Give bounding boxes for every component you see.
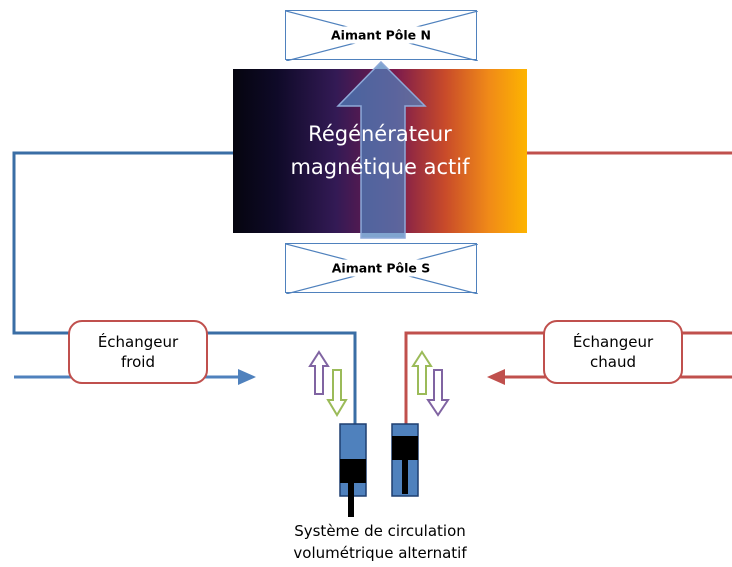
cold-piston xyxy=(339,423,367,517)
magnet-north-label: Aimant Pôle N xyxy=(327,26,435,44)
regenerator-label-line1: Régénérateur xyxy=(308,122,452,146)
circulation-system-caption: Système de circulation volumétrique alte… xyxy=(230,520,530,564)
left-up-arrow-icon xyxy=(308,350,330,395)
right-down-arrow-icon xyxy=(426,369,450,417)
hot-exchanger-line1: Échangeur xyxy=(572,333,654,351)
hot-exchanger-line2: chaud xyxy=(590,353,636,371)
left-down-arrow-icon xyxy=(326,369,348,417)
hot-piston xyxy=(391,423,419,497)
magnetic-field-arrow xyxy=(336,60,427,239)
magnet-north: Aimant Pôle N xyxy=(285,10,478,61)
magnet-south: Aimant Pôle S xyxy=(285,243,478,294)
regenerator-label: Régénérateur magnétique actif xyxy=(233,118,527,184)
caption-line2: volumétrique alternatif xyxy=(293,544,467,562)
cold-exchanger-line1: Échangeur xyxy=(97,333,179,351)
cold-exchanger-line2: froid xyxy=(121,353,155,371)
hot-exchanger: Échangeur chaud xyxy=(543,320,683,384)
right-up-arrow-icon xyxy=(411,350,433,395)
magnet-south-label: Aimant Pôle S xyxy=(327,259,435,277)
cold-exchanger: Échangeur froid xyxy=(68,320,208,384)
regenerator-label-line2: magnétique actif xyxy=(290,155,470,179)
cold-loop-line xyxy=(12,151,357,425)
caption-line1: Système de circulation xyxy=(294,522,466,540)
